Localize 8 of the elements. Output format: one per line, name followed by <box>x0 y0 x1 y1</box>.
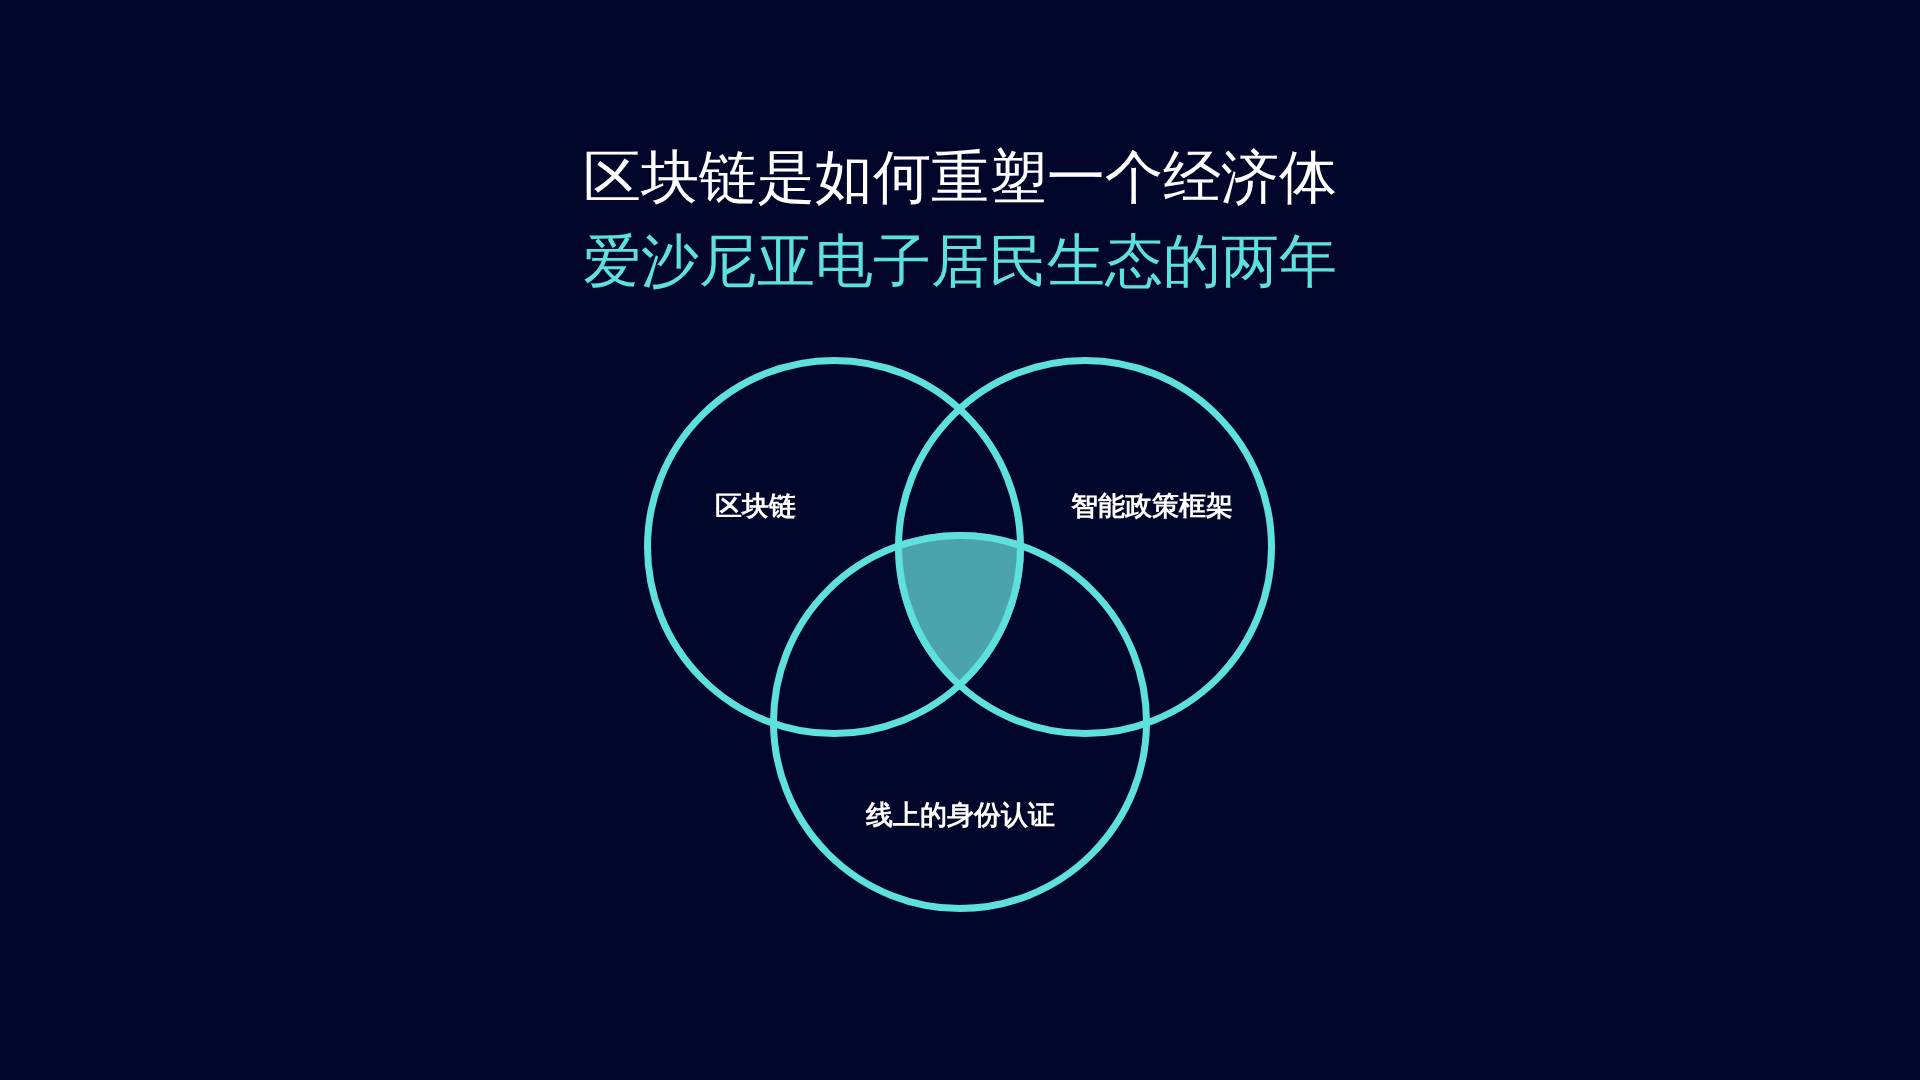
circle-label: 智能政策框架 <box>1071 489 1233 523</box>
subtitle: 爱沙尼亚电子居民生态的两年 <box>582 226 1338 296</box>
circle-label: 线上的身份认证 <box>865 798 1055 832</box>
title: 区块链是如何重塑一个经济体 <box>582 142 1338 212</box>
venn-circle <box>895 357 1275 737</box>
venn-circle <box>770 532 1150 912</box>
venn-circle <box>644 357 1024 737</box>
circle-label: 区块链 <box>714 489 796 523</box>
